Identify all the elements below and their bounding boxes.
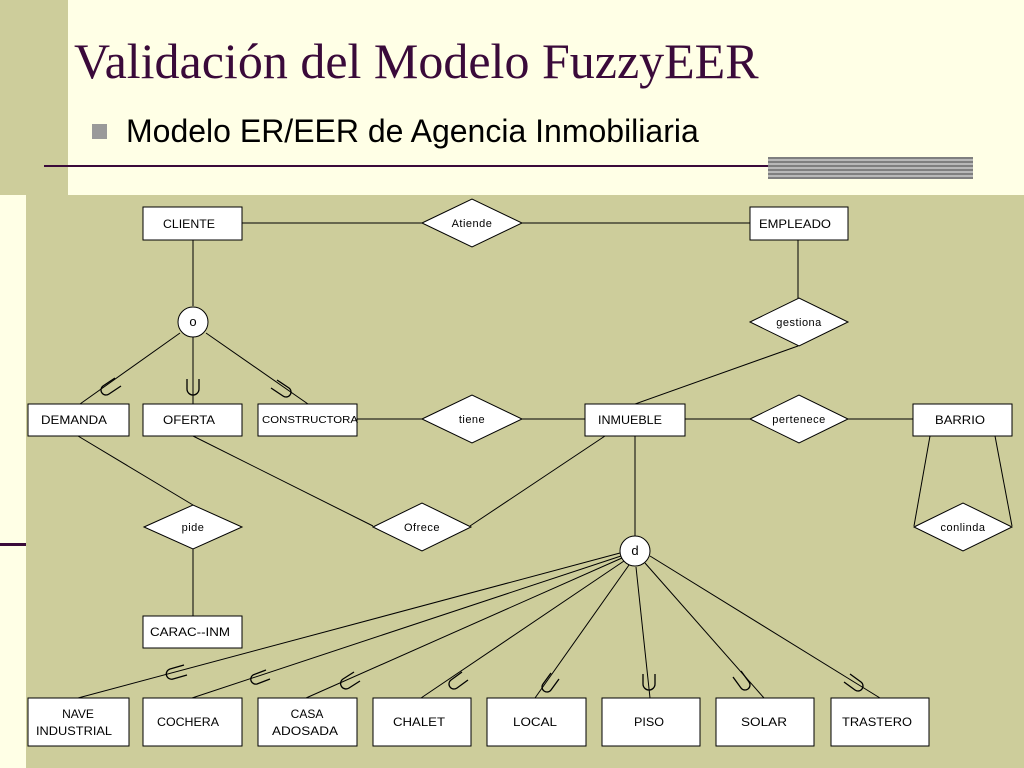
entity-label-line2: ADOSADA: [272, 724, 338, 738]
subtitle-row: Modelo ER/EER de Agencia Inmobiliaria: [92, 115, 699, 147]
entity-empleado[interactable]: EMPLEADO: [749, 206, 849, 241]
title-rule: [44, 165, 768, 167]
relationship-label: pide: [182, 522, 205, 534]
side-tick: [0, 543, 26, 546]
relationship-gestiona[interactable]: gestiona: [748, 297, 850, 347]
entity-carac-inm[interactable]: CARAC--INM: [142, 615, 243, 649]
entity-cliente[interactable]: CLIENTE: [142, 206, 243, 241]
entity-solar[interactable]: SOLAR: [715, 697, 815, 747]
entity-local[interactable]: LOCAL: [486, 697, 587, 747]
entity-piso[interactable]: PISO: [601, 697, 701, 747]
entity-label: TRASTERO: [842, 715, 912, 729]
relationship-conlinda[interactable]: conlinda: [912, 502, 1014, 552]
relationship-label: gestiona: [776, 317, 822, 329]
entity-label: CLIENTE: [163, 217, 215, 231]
relationship-pide[interactable]: pide: [142, 504, 244, 550]
entity-label: EMPLEADO: [759, 217, 831, 231]
slide-subtitle: Modelo ER/EER de Agencia Inmobiliaria: [126, 113, 699, 149]
relationship-pertenece[interactable]: pertenece: [748, 394, 850, 444]
title-rule-bar: [768, 157, 973, 179]
left-band: [0, 0, 68, 195]
relationship-label: tiene: [459, 414, 485, 426]
subset-icon: [541, 672, 560, 693]
subset-icon: [186, 379, 200, 396]
specialization-label: o: [189, 314, 196, 329]
relationship-label: conlinda: [941, 522, 986, 534]
entity-barrio[interactable]: BARRIO: [912, 403, 1013, 437]
entity-label-line2: INDUSTRIAL: [36, 724, 112, 738]
square-bullet-icon: [92, 123, 107, 139]
relationship-atiende[interactable]: Atiende: [420, 198, 524, 248]
subset-icon: [448, 671, 469, 690]
slide-title: Validación del Modelo FuzzyEER: [74, 33, 759, 89]
subset-symbols: [100, 377, 864, 693]
subset-icon: [732, 670, 751, 691]
relationship-tiene[interactable]: tiene: [420, 394, 524, 444]
entity-label: CONSTRUCTORA: [262, 415, 358, 426]
entity-constructora[interactable]: CONSTRUCTORA: [257, 403, 358, 437]
subset-icon: [843, 673, 864, 692]
specialization-label: d: [631, 543, 638, 558]
entity-label-line1: NAVE: [62, 707, 94, 721]
connector-lines: [77, 222, 1013, 699]
entity-trastero[interactable]: TRASTERO: [830, 697, 930, 747]
entity-casa-adosada[interactable]: CASA ADOSADA: [257, 697, 358, 747]
entity-label: INMUEBLE: [598, 413, 662, 427]
specialization-disjoint-circle[interactable]: d: [619, 535, 651, 567]
entity-cochera[interactable]: COCHERA: [142, 697, 243, 747]
subset-icon: [165, 664, 188, 680]
entity-nave-industrial[interactable]: NAVE INDUSTRIAL: [27, 697, 130, 747]
relationship-ofrece[interactable]: Ofrece: [371, 502, 473, 552]
relationship-label: pertenece: [772, 414, 825, 426]
subset-icon: [250, 669, 271, 685]
relationship-label: Atiende: [452, 218, 493, 230]
entity-chalet[interactable]: CHALET: [372, 697, 472, 747]
entity-label: LOCAL: [513, 715, 557, 729]
subset-icon: [100, 377, 122, 396]
entity-label: SOLAR: [741, 715, 787, 729]
subset-icon: [642, 674, 656, 691]
entity-label: OFERTA: [163, 413, 215, 427]
entity-oferta[interactable]: OFERTA: [142, 403, 243, 437]
entity-label: CHALET: [393, 715, 446, 729]
entity-label: BARRIO: [935, 413, 985, 427]
entity-label: COCHERA: [157, 715, 219, 729]
subset-icon: [270, 379, 292, 398]
entity-label: CARAC--INM: [150, 625, 230, 639]
left-strip: [0, 195, 26, 768]
entity-label: PISO: [634, 715, 664, 729]
entity-label-line1: CASA: [291, 707, 324, 721]
entity-demanda[interactable]: DEMANDA: [27, 403, 130, 437]
entity-label: DEMANDA: [41, 413, 107, 427]
subset-icon: [339, 671, 361, 690]
entity-inmueble[interactable]: INMUEBLE: [584, 403, 686, 437]
specialization-overlap-circle[interactable]: o: [177, 306, 209, 338]
relationship-label: Ofrece: [404, 522, 440, 534]
